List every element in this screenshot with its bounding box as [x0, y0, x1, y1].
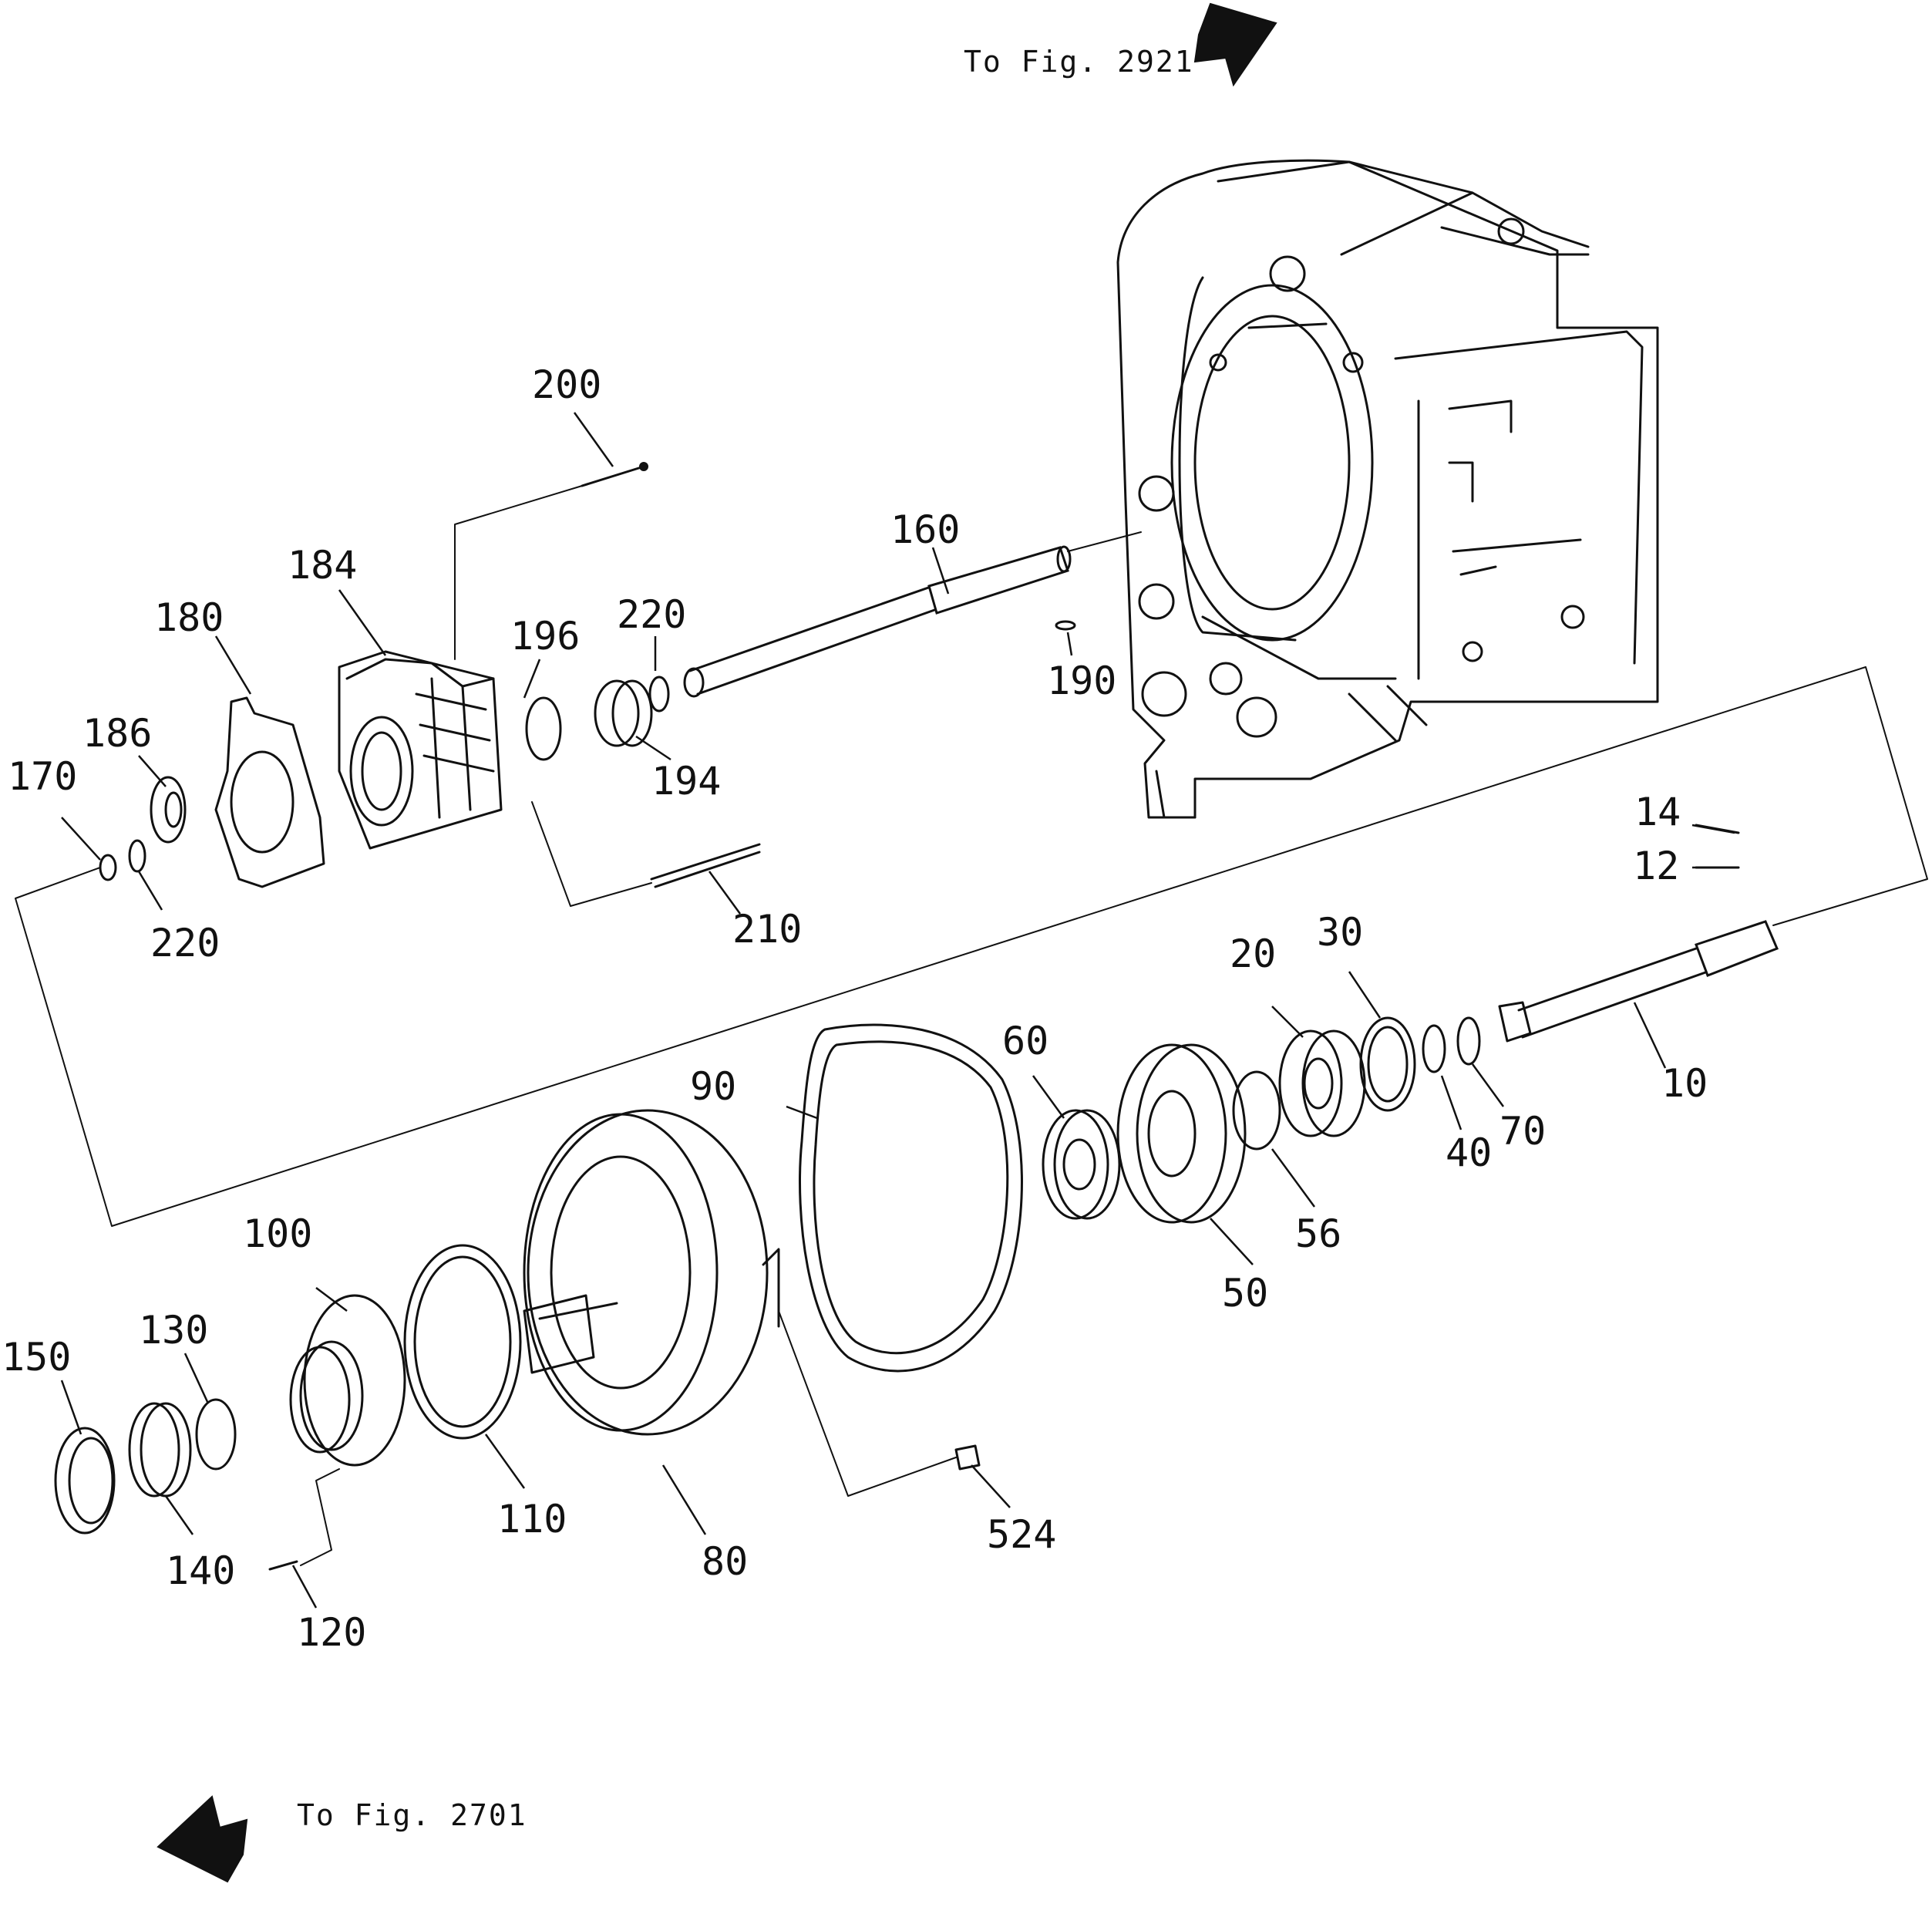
part-180-gasket [214, 696, 325, 888]
transmission-case [1116, 159, 1659, 819]
ref-top-fig-word: Fig. [1021, 45, 1099, 79]
arrow-to-fig-2701-icon [157, 1795, 248, 1883]
callout-10: 10 [1661, 1061, 1708, 1106]
arrow-to-fig-2921-icon [1193, 2, 1277, 87]
callout-200: 200 [532, 362, 602, 407]
part-170-ring [99, 854, 117, 881]
part-70-ring [1456, 1016, 1481, 1066]
part-50-gear [1116, 1043, 1247, 1224]
part-210-bolt [650, 843, 761, 888]
callout-220-left: 220 [150, 921, 220, 965]
callout-100: 100 [243, 1211, 313, 1256]
callout-196: 196 [510, 614, 581, 659]
callout-70: 70 [1499, 1109, 1547, 1154]
assembly-lines [15, 485, 1928, 1566]
callout-180: 180 [154, 595, 224, 640]
callout-524: 524 [987, 1512, 1057, 1557]
callout-210: 210 [732, 907, 803, 952]
part-140-bushing [128, 1402, 192, 1498]
part-220-ring-right [648, 676, 670, 713]
part-186-seal [150, 776, 187, 844]
part-196-ring [525, 696, 562, 761]
callout-194: 194 [651, 759, 722, 804]
part-524-plug [954, 1444, 981, 1471]
part-184-valve-body [338, 650, 503, 850]
callout-120: 120 [297, 1610, 367, 1655]
callout-186: 186 [82, 711, 153, 756]
callout-184: 184 [288, 543, 358, 588]
callout-170: 170 [8, 754, 78, 799]
part-80-housing [523, 1109, 780, 1436]
callout-150: 150 [2, 1335, 72, 1380]
callout-80: 80 [702, 1539, 749, 1584]
part-130-snap-ring [195, 1398, 237, 1471]
ref-bottom-prefix: To [297, 1798, 335, 1832]
part-20-bearing [1278, 1029, 1366, 1137]
callout-160: 160 [890, 507, 961, 552]
callout-90: 90 [690, 1064, 737, 1109]
part-150-seal [54, 1427, 116, 1535]
part-200-bolt [581, 462, 648, 487]
ref-bottom-fig-number: 2701 [450, 1798, 527, 1832]
part-110-gasket [403, 1244, 522, 1440]
callout-30: 30 [1317, 910, 1364, 955]
callout-140: 140 [166, 1548, 236, 1593]
part-220-ring-left [128, 839, 146, 873]
ref-top-fig-number: 2921 [1117, 45, 1194, 79]
part-90-gasket [799, 1023, 1023, 1373]
leader-lines [60, 412, 1735, 1609]
callout-110: 110 [497, 1497, 567, 1541]
part-160-shaft [683, 545, 1072, 698]
callout-56: 56 [1295, 1211, 1342, 1256]
callout-40: 40 [1446, 1130, 1493, 1175]
part-10-input-shaft [1498, 920, 1779, 1043]
callout-20: 20 [1230, 932, 1277, 976]
ref-bottom-fig-word: Fig. [354, 1798, 432, 1832]
part-56-washer [1232, 1070, 1281, 1151]
callout-12: 12 [1633, 844, 1680, 888]
ref-top-prefix: To [964, 45, 1002, 79]
callout-190: 190 [1047, 659, 1117, 703]
callout-130: 130 [139, 1308, 209, 1353]
part-100-retainer [289, 1294, 406, 1467]
ref-to-fig-2701: To Fig. 2701 [297, 1798, 527, 1832]
part-60-bearing [1042, 1109, 1121, 1220]
callout-50: 50 [1222, 1271, 1269, 1316]
part-190-key [1055, 620, 1076, 631]
callout-220-top: 220 [617, 592, 687, 637]
callout-14: 14 [1634, 790, 1681, 834]
callout-60: 60 [1002, 1019, 1049, 1063]
part-30-washer [1359, 1016, 1416, 1112]
ref-to-fig-2921: To Fig. 2921 [964, 45, 1194, 79]
part-120-bolt [268, 1560, 298, 1571]
part-40-ring [1422, 1024, 1446, 1073]
part-194-bearing [594, 679, 653, 747]
